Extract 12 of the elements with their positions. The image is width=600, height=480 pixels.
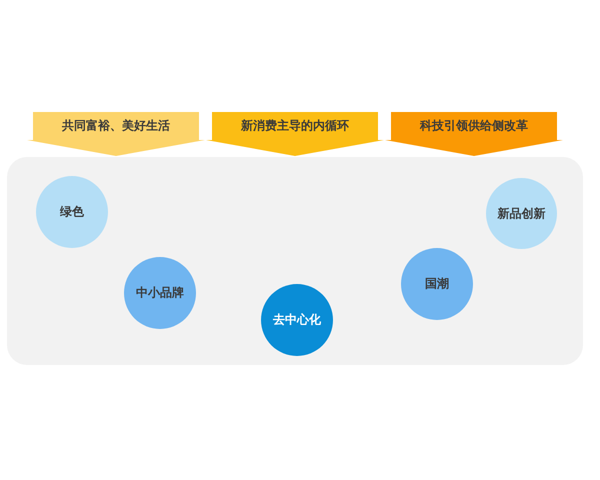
- banner-label: 科技引领供给侧改革: [420, 118, 528, 135]
- circle-label: 国潮: [425, 276, 449, 292]
- banner-label: 共同富裕、美好生活: [62, 118, 170, 135]
- chevron-banner: [385, 112, 563, 156]
- chevron-banner: [206, 112, 384, 156]
- circle-label: 中小品牌: [136, 284, 184, 302]
- chevron-banner: [27, 112, 205, 156]
- circle-label: 新品创新: [498, 205, 546, 222]
- circle-label: 去中心化: [273, 312, 321, 328]
- banner-label: 新消费主导的内循环: [241, 118, 349, 135]
- background-panel: [7, 157, 583, 365]
- circle-label: 绿色: [60, 204, 84, 220]
